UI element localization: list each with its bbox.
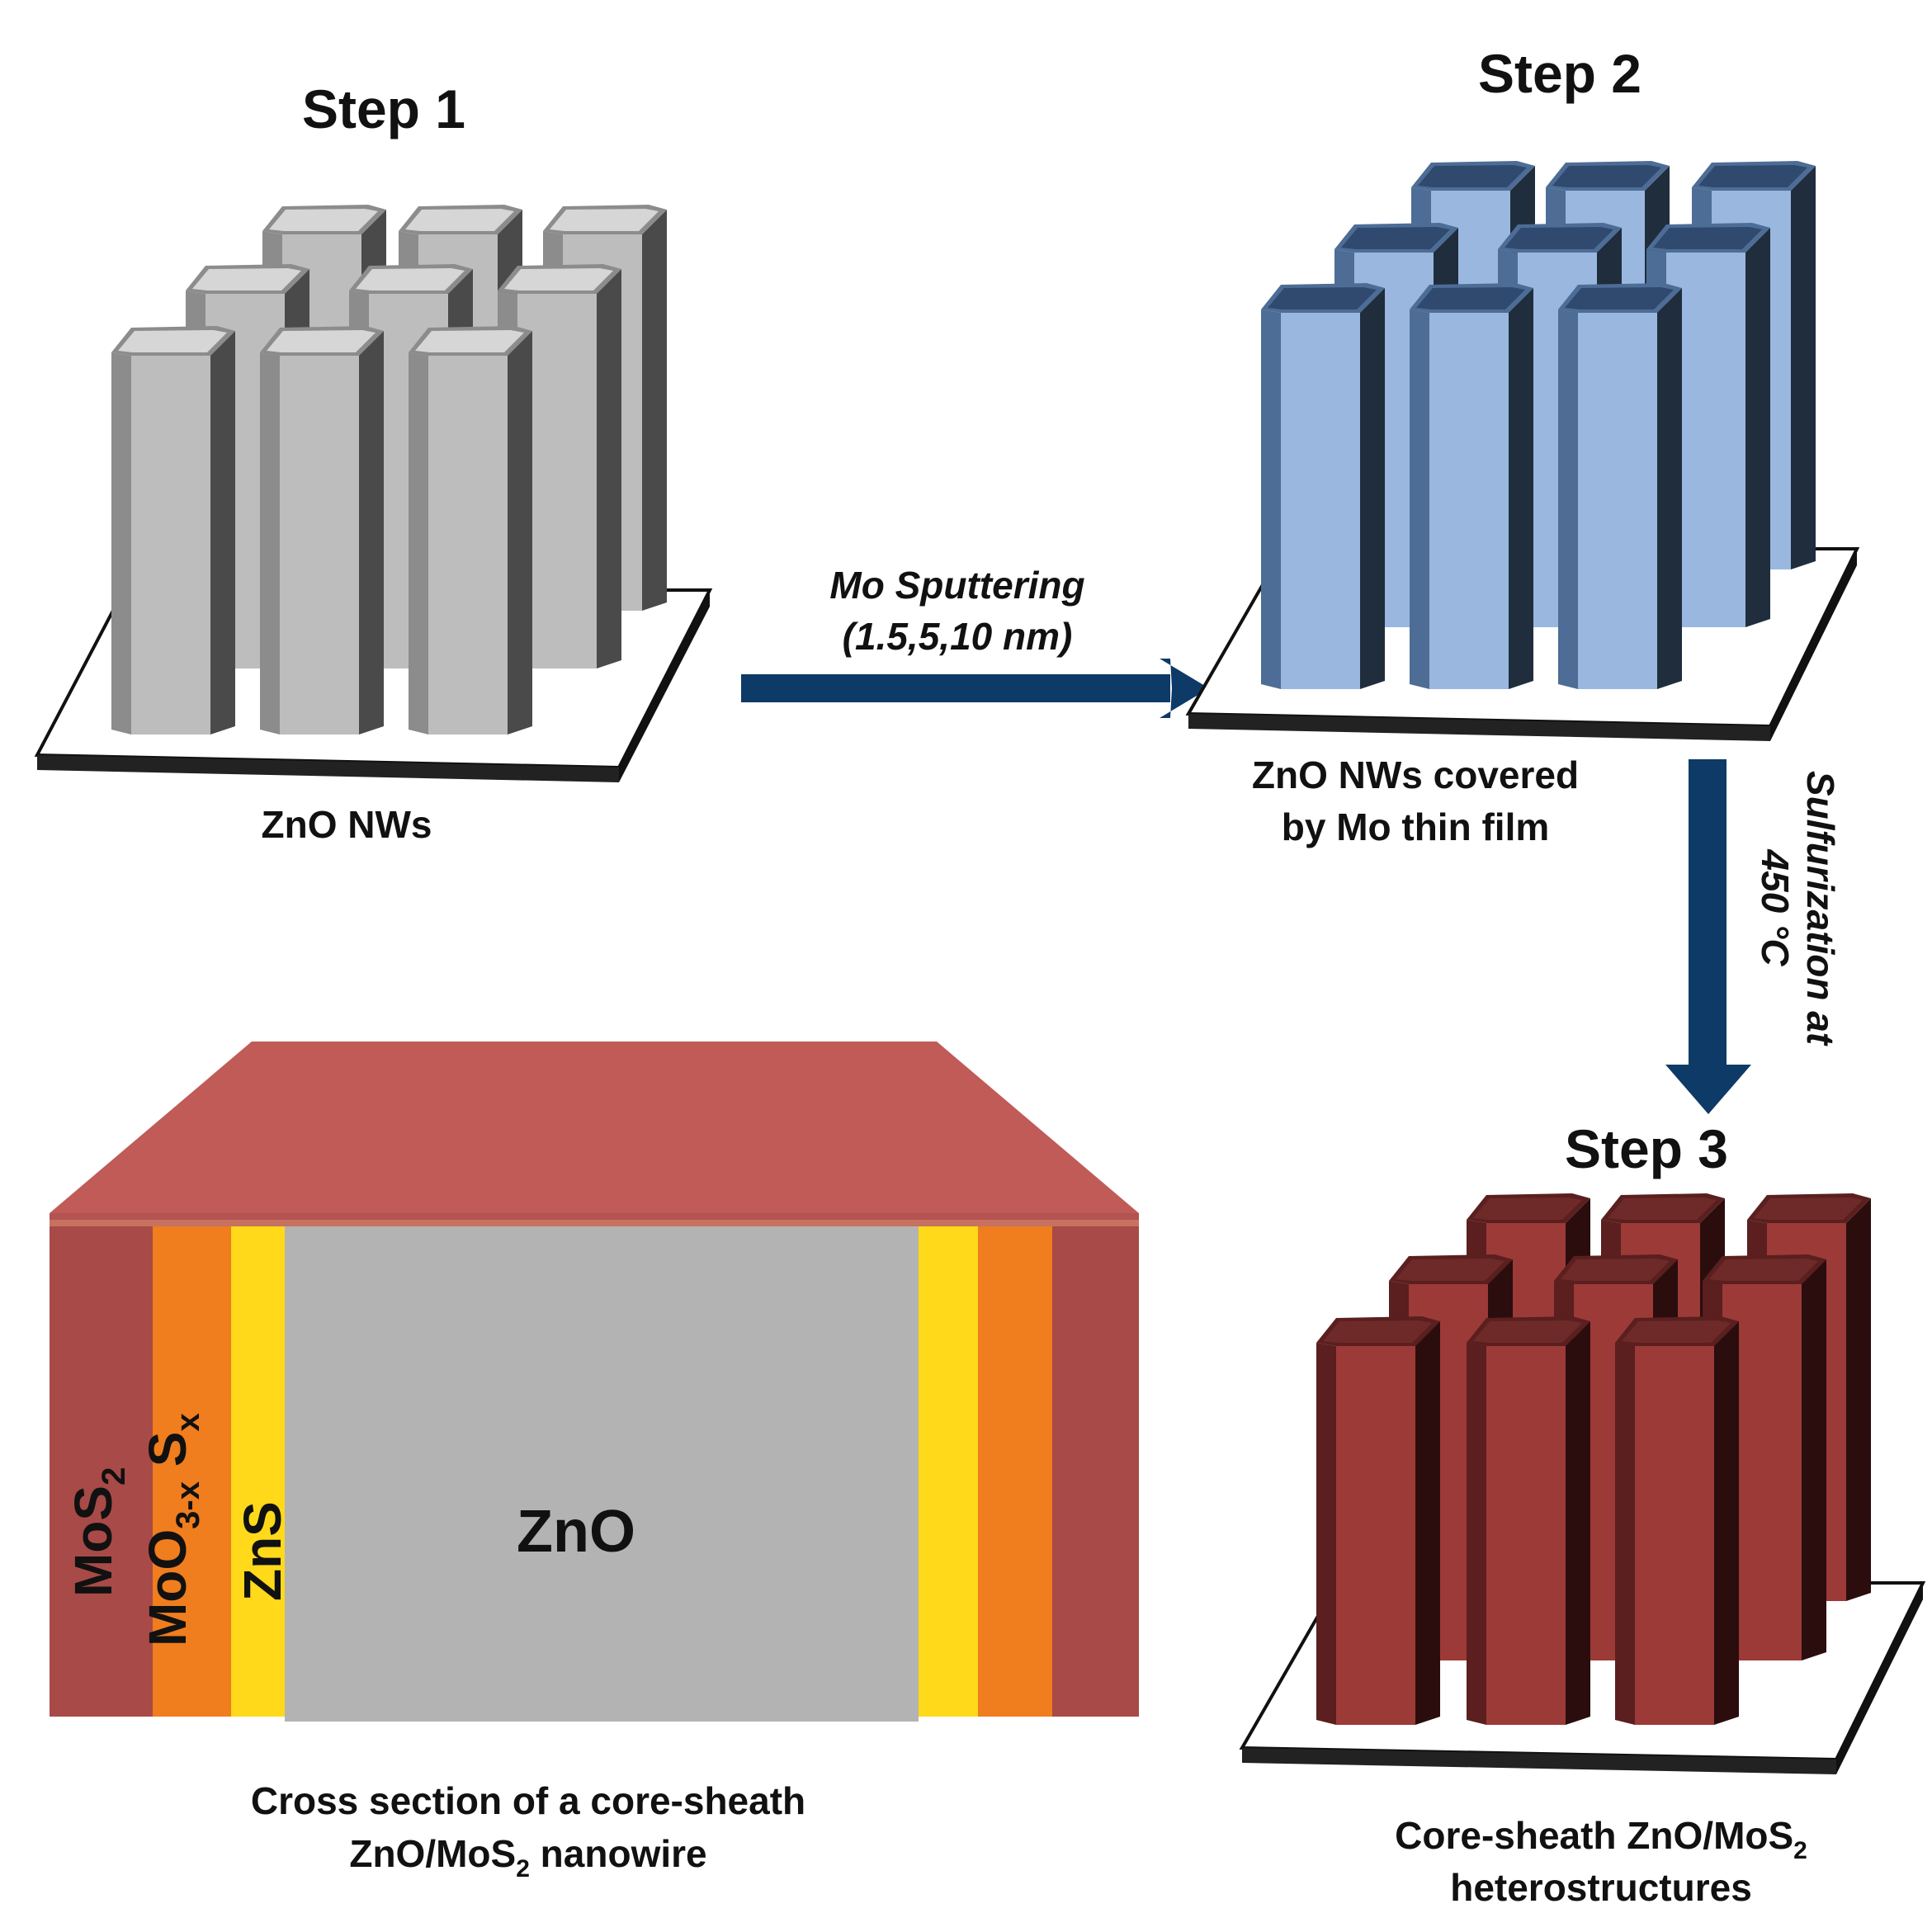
step3-nanowire (1615, 1316, 1739, 1725)
sputtering-arrow (741, 659, 1209, 718)
cross-section-caption-line1: Cross section of a core-sheath (251, 1779, 805, 1822)
step3-caption-line1: Core-sheath ZnO/MoS2 (1395, 1814, 1807, 1864)
mos2-label: MoS2 (64, 1467, 132, 1597)
cross-section-block (50, 1042, 1139, 1722)
step1-nanowire (409, 326, 532, 735)
sputtering-thickness-label: (1.5,5,10 nm) (843, 615, 1073, 658)
s-subscript: x (170, 1413, 206, 1431)
caption-zno-mos: ZnO/MoS (349, 1832, 516, 1875)
cross-section-top-face (50, 1042, 1139, 1213)
zno-core (285, 1226, 919, 1722)
step2-nanowire (1558, 283, 1682, 689)
sulfurization-label: Sulfurization at (1799, 771, 1842, 1046)
step3-caption-line2: heterostructures (1450, 1866, 1752, 1909)
step2-nanowire-array (1261, 161, 1816, 689)
step3-title: Step 3 (1565, 1118, 1728, 1179)
step1-title: Step 1 (302, 78, 465, 139)
sulfurization-arrow (1665, 759, 1751, 1114)
step2-nanowire (1410, 283, 1533, 689)
step3-caption-subscript: 2 (1793, 1837, 1807, 1864)
step2-nanowire (1261, 283, 1385, 689)
step3-caption-text: Core-sheath ZnO/MoS (1395, 1814, 1793, 1857)
step3-nanowire (1467, 1316, 1590, 1725)
sulfurization-temperature-label: 450 °C (1754, 848, 1797, 966)
s-text: S (138, 1432, 197, 1481)
step2-title: Step 2 (1478, 43, 1641, 104)
step2-caption-line1: ZnO NWs covered (1252, 753, 1579, 796)
sputtering-label: Mo Sputtering (829, 564, 1084, 607)
step1-caption: ZnO NWs (262, 803, 432, 846)
mos-text: MoS (64, 1486, 123, 1597)
mos-subscript: 2 (96, 1467, 132, 1486)
step1-nanowire-array (111, 205, 667, 735)
zno-core-label: ZnO (517, 1499, 635, 1565)
moo-text: MoO (138, 1529, 197, 1646)
caption-subscript: 2 (516, 1855, 530, 1882)
caption-nanowire: nanowire (530, 1832, 707, 1875)
step1-nanowire (260, 326, 384, 735)
moo-subscript: 3-x (170, 1481, 206, 1529)
zns-label: ZnS (233, 1501, 292, 1601)
step3-nanowire-array (1316, 1193, 1871, 1725)
step1-nanowire (111, 326, 235, 735)
cross-section-caption-line2: ZnO/MoS2 nanowire (349, 1832, 706, 1882)
step2-caption-line2: by Mo thin film (1282, 805, 1550, 848)
step3-nanowire (1316, 1316, 1440, 1725)
moo3-x-sx-label: MoO3-x Sx (138, 1413, 206, 1646)
